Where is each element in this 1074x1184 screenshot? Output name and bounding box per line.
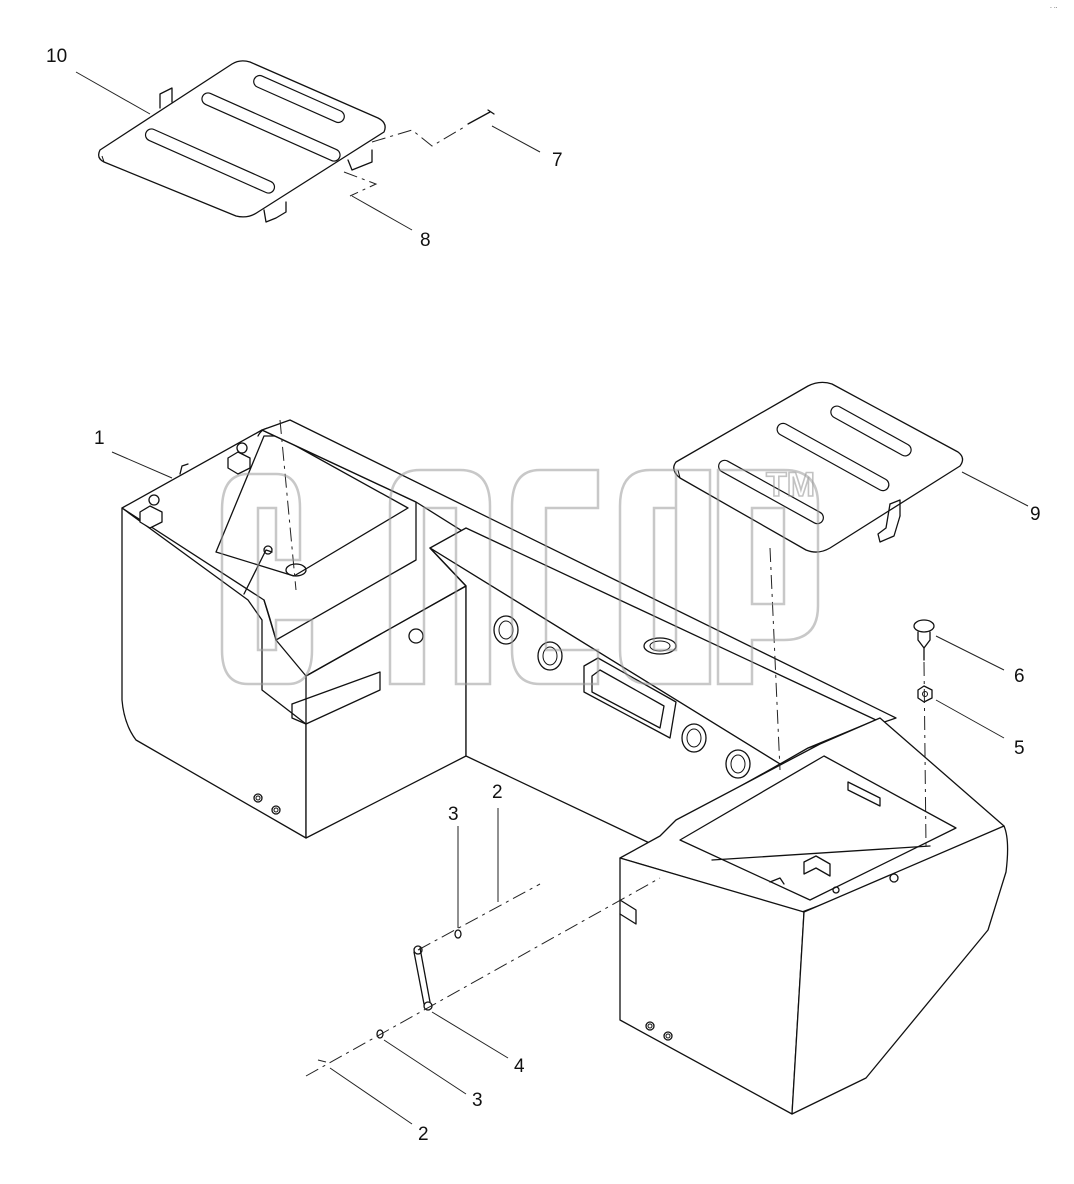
- callout-10: 10: [46, 46, 67, 67]
- knob-part-6: [913, 619, 935, 661]
- nut-part-5: [917, 685, 933, 703]
- callout-2-lower: 2: [418, 1124, 429, 1145]
- callout-2-upper: 2: [492, 782, 503, 803]
- callout-3-lower: 3: [472, 1090, 483, 1111]
- corner-mark: · ··: [1050, 5, 1058, 12]
- callout-labels: 10 7 8 1 9 6 5 3 2 4 3 2: [46, 46, 1041, 1145]
- linkage-part-4: [413, 945, 433, 1011]
- lid-part-9: [673, 381, 964, 553]
- callout-5: 5: [1014, 738, 1025, 759]
- callout-8: 8: [420, 230, 431, 251]
- washer-part-3-upper: [454, 929, 462, 939]
- watermark-tm: TM: [766, 466, 815, 504]
- pin-part-7: [467, 109, 495, 125]
- callout-7: 7: [552, 150, 563, 171]
- washer-part-3-lower: [376, 1029, 384, 1039]
- frame-part-1: [121, 419, 1009, 1115]
- watermark-logo: TM: [220, 465, 820, 686]
- lid-part-10: [98, 60, 386, 223]
- callout-1: 1: [94, 428, 105, 449]
- callout-6: 6: [1014, 666, 1025, 687]
- callout-9: 9: [1030, 504, 1041, 525]
- callout-3-upper: 3: [448, 804, 459, 825]
- callout-4: 4: [514, 1056, 525, 1077]
- beam-holes: [493, 615, 751, 779]
